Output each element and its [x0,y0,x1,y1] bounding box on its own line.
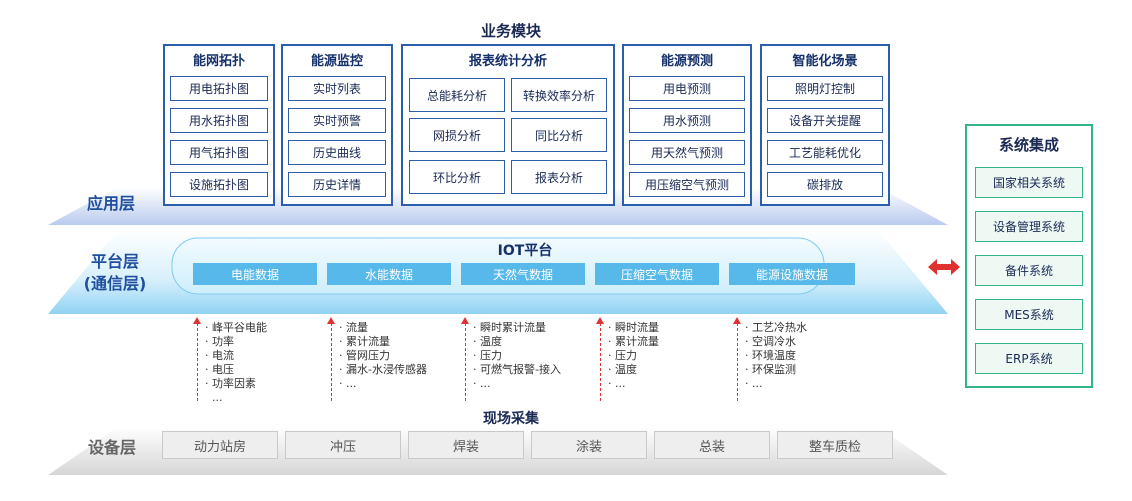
measurement-item: · ... [473,377,491,390]
up-arrow-icon [193,317,201,324]
measurement-item: · 可燃气报警-接入 [473,363,561,376]
measurement-item: · 环境温度 [745,349,796,362]
module-item[interactable]: 环比分析 [409,160,505,194]
module-item[interactable]: 用压缩空气预测 [629,172,745,197]
measurement-item: · 漏水-水浸传感器 [339,363,427,376]
measurement-item: · 压力 [608,349,637,362]
measurement-item: · 功率因素 [205,377,256,390]
measurement-item: · 累计流量 [339,335,390,348]
module-item[interactable]: 用水拓扑图 [170,108,268,133]
measurement-item: · 瞬时累计流量 [473,321,546,334]
module-item[interactable]: 网损分析 [409,118,505,152]
device-workshop[interactable]: 整车质检 [777,431,893,459]
business-modules-title: 业务模块 [480,22,541,40]
field-collection-title: 现场采集 [483,411,539,427]
platform-layer-label-line1: 平台层 [90,252,139,271]
measurement-item: · 压力 [473,349,502,362]
device-layer-label: 设备层 [88,438,137,457]
iot-data-chip[interactable]: 能源设施数据 [729,263,855,285]
system-integration-title: 系统集成 [998,136,1059,154]
arrow-line [197,323,198,401]
measurement-list-facility: · 工艺冷热水 · 空调冷水 · 环境温度 · 环保监测 · ... [745,321,807,391]
up-arrow-icon [327,317,335,324]
module-item[interactable]: 实时预警 [288,108,386,133]
arrow-line [737,323,738,401]
module-item[interactable]: 同比分析 [511,118,607,152]
integration-item[interactable]: MES系统 [975,299,1083,330]
device-workshop[interactable]: 焊装 [408,431,524,459]
measurement-list-water: · 流量 · 累计流量 · 管网压力 · 漏水-水浸传感器 · ... [339,321,427,391]
measurement-item: · 温度 [473,335,502,348]
module-item[interactable]: 碳排放 [767,172,883,197]
arrow-line [331,323,332,401]
module-item[interactable]: 实时列表 [288,76,386,101]
module-item[interactable]: 报表分析 [511,160,607,194]
module-item[interactable]: 用气拓扑图 [170,140,268,165]
module-title: 能源监控 [310,54,363,69]
module-item[interactable]: 设施拓扑图 [170,172,268,197]
module-item[interactable]: 用电拓扑图 [170,76,268,101]
iot-data-chip[interactable]: 天然气数据 [461,263,585,285]
measurement-item: · 峰平谷电能 [205,321,267,334]
platform-layer-label: 平台层 (通信层) [80,251,150,295]
integration-item[interactable]: 备件系统 [975,255,1083,286]
up-arrow-icon [461,317,469,324]
measurement-item: · 累计流量 [608,335,659,348]
integration-item[interactable]: 设备管理系统 [975,211,1083,242]
device-workshop[interactable]: 涂装 [531,431,647,459]
measurement-list-air: · 瞬时流量 · 累计流量 · 压力 · 温度 · ... [608,321,659,391]
iot-platform-title: IOT平台 [497,243,553,259]
measurement-item: · 流量 [339,321,368,334]
module-item[interactable]: 照明灯控制 [767,76,883,101]
measurement-item: · 工艺冷热水 [745,321,807,334]
application-layer-label: 应用层 [87,194,136,213]
arrow-line [465,323,466,401]
integration-item[interactable]: ERP系统 [975,343,1083,374]
module-title: 智能化场景 [792,54,858,69]
module-item[interactable]: 用天然气预测 [629,140,745,165]
up-arrow-icon [733,317,741,324]
measurement-item: · 功率 [205,335,234,348]
module-item[interactable]: 转换效率分析 [511,78,607,112]
iot-data-chip[interactable]: 水能数据 [327,263,451,285]
module-item[interactable]: 总能耗分析 [409,78,505,112]
measurement-item: · ... [745,377,763,390]
module-title: 能源预测 [660,54,713,69]
iot-data-chip[interactable]: 压缩空气数据 [595,263,719,285]
measurement-item: · 环保监测 [745,363,796,376]
measurement-item: · ... [339,377,357,390]
module-title: 能网拓扑 [192,54,245,69]
measurement-item: · 瞬时流量 [608,321,659,334]
module-item[interactable]: 设备开关提醒 [767,108,883,133]
module-item[interactable]: 工艺能耗优化 [767,140,883,165]
measurement-item: · ... [608,377,626,390]
iot-data-chip[interactable]: 电能数据 [193,263,317,285]
measurement-list-electric: · 峰平谷电能 · 功率 · 电流 · 电压 · 功率因素 ... [205,321,267,405]
measurement-item: ... [212,391,223,404]
measurement-item: · 电流 [205,349,234,362]
module-item[interactable]: 用电预测 [629,76,745,101]
double-arrow-icon [928,259,960,275]
module-item[interactable]: 历史曲线 [288,140,386,165]
module-title: 报表统计分析 [468,54,547,69]
integration-item[interactable]: 国家相关系统 [975,167,1083,198]
measurement-item: · 电压 [205,363,234,376]
measurement-item: · 空调冷水 [745,335,796,348]
module-item[interactable]: 用水预测 [629,108,745,133]
measurement-list-gas: · 瞬时累计流量 · 温度 · 压力 · 可燃气报警-接入 · ... [473,321,561,391]
module-item[interactable]: 历史详情 [288,172,386,197]
device-workshop[interactable]: 动力站房 [162,431,278,459]
arrow-line [600,323,601,401]
up-arrow-icon [596,317,604,324]
platform-layer-label-line2: (通信层) [83,274,147,293]
measurement-item: · 管网压力 [339,349,390,362]
device-workshop[interactable]: 冲压 [285,431,401,459]
device-workshop[interactable]: 总装 [654,431,770,459]
measurement-item: · 温度 [608,363,637,376]
